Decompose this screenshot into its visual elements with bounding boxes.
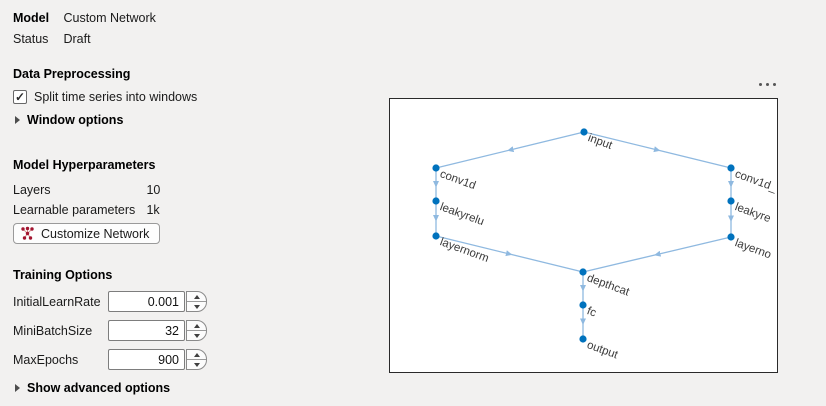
up-arrow-icon bbox=[193, 352, 200, 357]
learnable-parameters-row: Learnable parameters 1k bbox=[13, 200, 378, 220]
spin-down-button[interactable] bbox=[187, 359, 206, 369]
disclosure-triangle-icon bbox=[15, 384, 20, 392]
spin-up-button[interactable] bbox=[187, 292, 206, 301]
graph-node-label: leakyrelu bbox=[438, 201, 485, 228]
training-options-title: Training Options bbox=[13, 268, 113, 282]
graph-node-label: leakyre bbox=[733, 201, 772, 225]
spin-up-button[interactable] bbox=[187, 321, 206, 330]
disclosure-triangle-icon bbox=[15, 116, 20, 124]
graph-node-label: depthcat bbox=[585, 272, 631, 299]
spin-down-button[interactable] bbox=[187, 330, 206, 340]
max-epochs-row: MaxEpochs bbox=[13, 349, 378, 370]
graph-node-label: fc bbox=[585, 305, 598, 319]
network-graph-panel: input conv1d leakyrelu layernorm conv1d_leak… bbox=[389, 98, 778, 373]
customize-network-label: Customize Network bbox=[41, 226, 150, 241]
max-epochs-input[interactable] bbox=[108, 349, 185, 370]
ellipsis-dot-icon bbox=[765, 82, 769, 86]
model-hyperparameters-title: Model Hyperparameters bbox=[13, 158, 156, 172]
graph-node-layernorm bbox=[432, 232, 440, 240]
up-arrow-icon bbox=[193, 294, 200, 299]
graph-node-conv1d bbox=[432, 164, 440, 172]
initial-learn-rate-input[interactable] bbox=[108, 291, 185, 312]
max-epochs-spinner bbox=[186, 349, 207, 370]
initial-learn-rate-row: InitialLearnRate bbox=[13, 291, 378, 312]
ellipsis-dot-icon bbox=[758, 82, 762, 86]
graph-node-label: output bbox=[585, 339, 620, 361]
window-options-toggle[interactable]: Window options bbox=[13, 113, 378, 127]
graph-node-label: layernorm bbox=[438, 236, 490, 265]
model-value: Custom Network bbox=[63, 11, 156, 25]
up-arrow-icon bbox=[193, 323, 200, 328]
down-arrow-icon bbox=[193, 304, 200, 309]
data-preprocessing-title: Data Preprocessing bbox=[13, 67, 131, 81]
panel-overflow-menu-button[interactable] bbox=[753, 78, 781, 90]
graph-edge bbox=[435, 131, 585, 169]
model-row: Model Custom Network bbox=[13, 8, 378, 29]
learnable-parameters-label: Learnable parameters bbox=[13, 203, 136, 217]
graph-node-label: conv1d_ bbox=[733, 168, 776, 194]
status-value: Draft bbox=[63, 32, 91, 46]
down-arrow-icon bbox=[193, 333, 200, 338]
window-options-label: Window options bbox=[27, 113, 124, 127]
initial-learn-rate-label: InitialLearnRate bbox=[13, 294, 101, 309]
mini-batch-size-row: MiniBatchSize bbox=[13, 320, 378, 341]
graph-node-label: conv1d bbox=[438, 168, 477, 192]
spin-up-button[interactable] bbox=[187, 350, 206, 359]
model-label: Model bbox=[13, 11, 50, 25]
show-advanced-options-label: Show advanced options bbox=[27, 381, 171, 395]
graph-node-fc bbox=[579, 301, 587, 309]
graph-node-depthcat bbox=[579, 268, 587, 276]
config-panel: Model Custom Network Status Draft Data P… bbox=[13, 8, 378, 395]
split-windows-checkbox[interactable]: ✓ bbox=[13, 90, 27, 104]
layers-value: 10 bbox=[146, 183, 161, 197]
graph-edge bbox=[435, 235, 584, 273]
checkmark-icon: ✓ bbox=[14, 90, 26, 104]
status-label: Status bbox=[13, 32, 49, 46]
ellipsis-dot-icon bbox=[772, 82, 776, 86]
graph-edge bbox=[582, 236, 732, 273]
graph-node-leakyrelu_2 bbox=[727, 197, 735, 205]
graph-node-leakyrelu bbox=[432, 197, 440, 205]
network-icon bbox=[21, 226, 34, 240]
graph-node-label: input bbox=[586, 132, 614, 152]
graph-node-layernorm_2 bbox=[727, 233, 735, 241]
learnable-parameters-value: 1k bbox=[146, 203, 160, 217]
show-advanced-options-toggle[interactable]: Show advanced options bbox=[13, 381, 378, 395]
down-arrow-icon bbox=[193, 362, 200, 367]
graph-node-conv1d_2 bbox=[727, 164, 735, 172]
spin-down-button[interactable] bbox=[187, 301, 206, 311]
split-windows-row: ✓ Split time series into windows bbox=[13, 89, 378, 105]
graph-node-label: layerno bbox=[733, 237, 773, 261]
max-epochs-label: MaxEpochs bbox=[13, 352, 79, 367]
mini-batch-size-spinner bbox=[186, 320, 207, 341]
mini-batch-size-label: MiniBatchSize bbox=[13, 323, 93, 338]
graph-node-input bbox=[580, 128, 588, 136]
graph-node-output bbox=[579, 335, 587, 343]
graph-edge bbox=[583, 131, 732, 169]
customize-network-button[interactable]: Customize Network bbox=[13, 223, 161, 244]
layers-row: Layers 10 bbox=[13, 180, 378, 200]
split-windows-label: Split time series into windows bbox=[34, 90, 198, 104]
initial-learn-rate-spinner bbox=[186, 291, 207, 312]
network-graph-svg: input conv1d leakyrelu layernorm conv1d_leak… bbox=[432, 128, 776, 362]
status-row: Status Draft bbox=[13, 29, 378, 50]
layers-label: Layers bbox=[13, 183, 51, 197]
mini-batch-size-input[interactable] bbox=[108, 320, 185, 341]
